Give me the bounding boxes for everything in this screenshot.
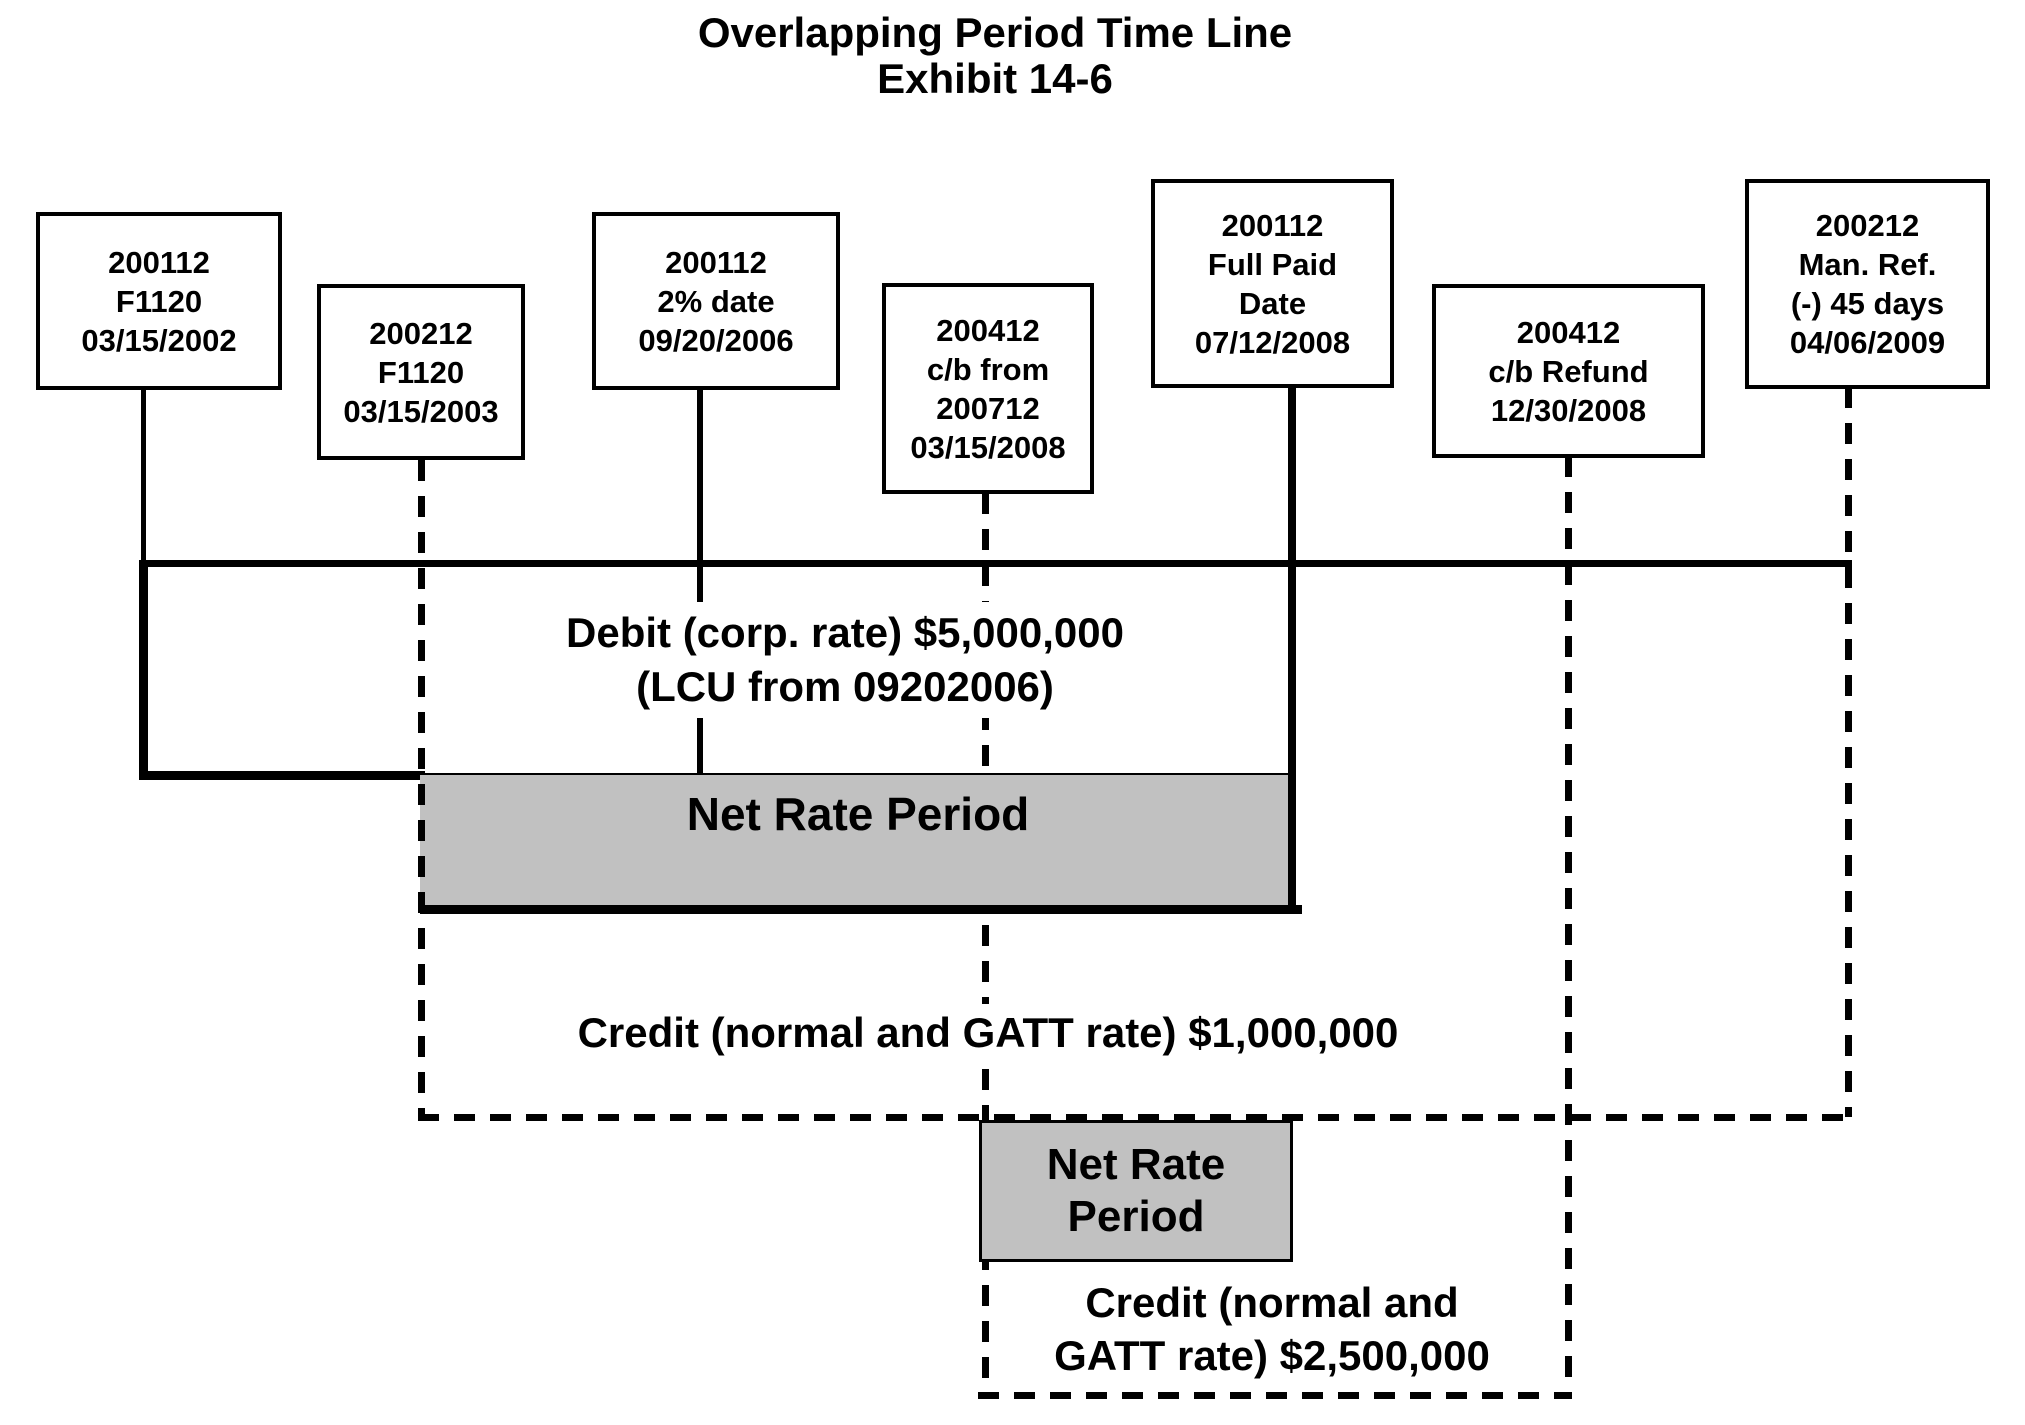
credit-bottom-amount-label: Credit (normal and GATT rate) $2,500,000 bbox=[1022, 1276, 1522, 1382]
event-box-line: 12/30/2008 bbox=[1490, 392, 1647, 428]
event-box-line: c/b from bbox=[926, 351, 1050, 387]
net-rate-period-bar-top: Net Rate Period bbox=[420, 773, 1296, 909]
event-box-line: 03/15/2008 bbox=[910, 429, 1066, 465]
event-box-f1120-2002: 200112 F1120 03/15/2002 bbox=[36, 212, 282, 390]
credit-bottom-amount-line2: GATT rate) $2,500,000 bbox=[1054, 1332, 1490, 1379]
net-rate-period-bar-bottom-label-line2: Period bbox=[1067, 1192, 1205, 1241]
event-box-line: 2% date bbox=[657, 283, 775, 319]
debit-amount-line1: Debit (corp. rate) $5,000,000 bbox=[566, 609, 1124, 656]
event-box-cb-from: 200412 c/b from 200712 03/15/2008 bbox=[882, 283, 1094, 494]
event-box-line: 200412 bbox=[1516, 314, 1621, 350]
diagram-title-line1: Overlapping Period Time Line bbox=[697, 9, 1293, 56]
event-box-line: F1120 bbox=[115, 283, 203, 319]
event-box-line: Man. Ref. bbox=[1798, 247, 1937, 282]
credit-bottom-amount-line1: Credit (normal and bbox=[1085, 1279, 1459, 1326]
event-box-man-ref: 200212 Man. Ref. (-) 45 days 04/06/2009 bbox=[1745, 179, 1990, 389]
event-box-line: 200412 bbox=[936, 312, 1040, 348]
event-box-line: 03/15/2003 bbox=[343, 393, 499, 429]
event-box-2pct-date: 200112 2% date 09/20/2006 bbox=[592, 212, 840, 390]
event-box-line: 200712 bbox=[936, 390, 1040, 426]
event-box-line: Date bbox=[1238, 285, 1307, 321]
event-box-line: (-) 45 days bbox=[1790, 286, 1945, 321]
diagram-title: Overlapping Period Time Line Exhibit 14-… bbox=[0, 10, 1990, 102]
event-box-line: 200112 bbox=[108, 244, 210, 280]
debit-amount-label: Debit (corp. rate) $5,000,000 (LCU from … bbox=[520, 602, 1170, 718]
event-box-line: 200212 bbox=[1815, 208, 1920, 243]
event-box-f1120-2003: 200212 F1120 03/15/2003 bbox=[317, 284, 525, 460]
event-box-line: Full Paid bbox=[1207, 246, 1338, 282]
net-rate-period-bar-top-label: Net Rate Period bbox=[686, 788, 1030, 840]
event-box-line: 04/06/2009 bbox=[1789, 325, 1946, 360]
event-box-cb-refund: 200412 c/b Refund 12/30/2008 bbox=[1432, 284, 1705, 458]
event-box-line: 200212 bbox=[369, 315, 473, 351]
event-box-full-paid: 200112 Full Paid Date 07/12/2008 bbox=[1151, 179, 1394, 388]
event-box-line: 07/12/2008 bbox=[1194, 324, 1351, 360]
net-rate-period-bar-bottom-label-line1: Net Rate bbox=[1046, 1140, 1226, 1189]
event-box-line: 09/20/2006 bbox=[638, 322, 794, 358]
event-box-line: 200112 bbox=[665, 244, 767, 280]
event-box-line: 200112 bbox=[1221, 207, 1324, 243]
net-rate-period-bar-bottom: Net Rate Period bbox=[979, 1120, 1293, 1262]
event-box-line: F1120 bbox=[377, 354, 465, 390]
credit-top-amount-label: Credit (normal and GATT rate) $1,000,000 bbox=[520, 1004, 1456, 1062]
event-box-line: c/b Refund bbox=[1488, 353, 1649, 389]
diagram-title-line2: Exhibit 14-6 bbox=[877, 55, 1113, 102]
debit-amount-line2: (LCU from 09202006) bbox=[636, 663, 1054, 710]
event-box-line: 03/15/2002 bbox=[81, 322, 237, 358]
